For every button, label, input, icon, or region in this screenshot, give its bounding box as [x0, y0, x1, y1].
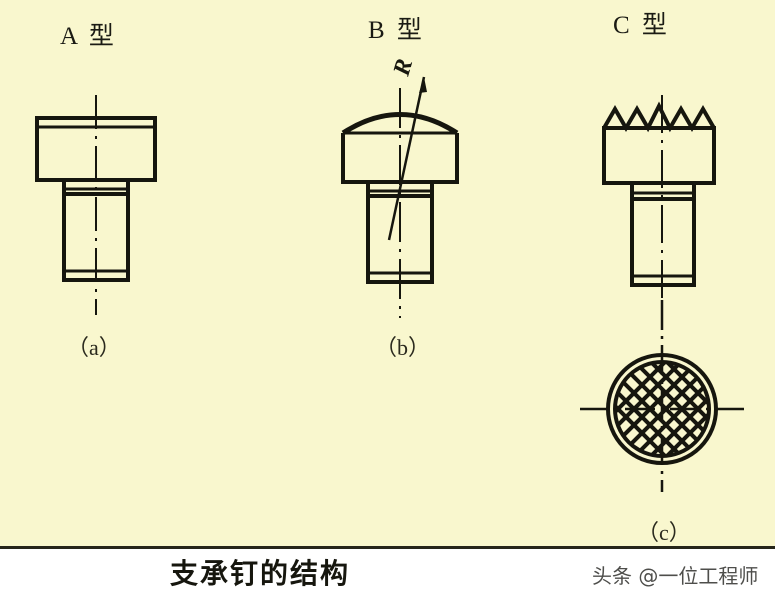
- shank-outline-a: [62, 192, 130, 282]
- serrated-teeth-c: [602, 101, 716, 133]
- knurl-cross-hatch-c: [615, 362, 709, 456]
- radius-arrow-head-b: [419, 77, 427, 93]
- head-outline-c: [602, 126, 716, 185]
- caption-divider-rule: [0, 546, 775, 549]
- top-view-outer-circle-c: [606, 353, 718, 465]
- shank-outline-b: [366, 194, 434, 284]
- label-a-type: A 型: [60, 23, 117, 50]
- top-view-inner-circle-c: [613, 360, 711, 458]
- figure-caption: 支承钉的结构: [169, 557, 350, 590]
- shank-outline-c: [630, 197, 696, 287]
- drawing-b-type-spherical-head: [341, 76, 459, 318]
- label-c-sub: （c）: [637, 520, 691, 545]
- label-b-sub: （b）: [375, 335, 431, 360]
- label-b-type: B 型: [368, 17, 425, 44]
- watermark-text: 头条 @一位工程师: [592, 564, 759, 588]
- label-c-type: C 型: [613, 12, 670, 39]
- label-a-sub: （a）: [67, 335, 121, 360]
- drawing-c-type-serrated-head: [580, 95, 744, 492]
- dome-arc-b: [341, 112, 459, 136]
- drawing-a-type-flat-head: [35, 95, 157, 315]
- radius-leader-line-b: [387, 76, 426, 241]
